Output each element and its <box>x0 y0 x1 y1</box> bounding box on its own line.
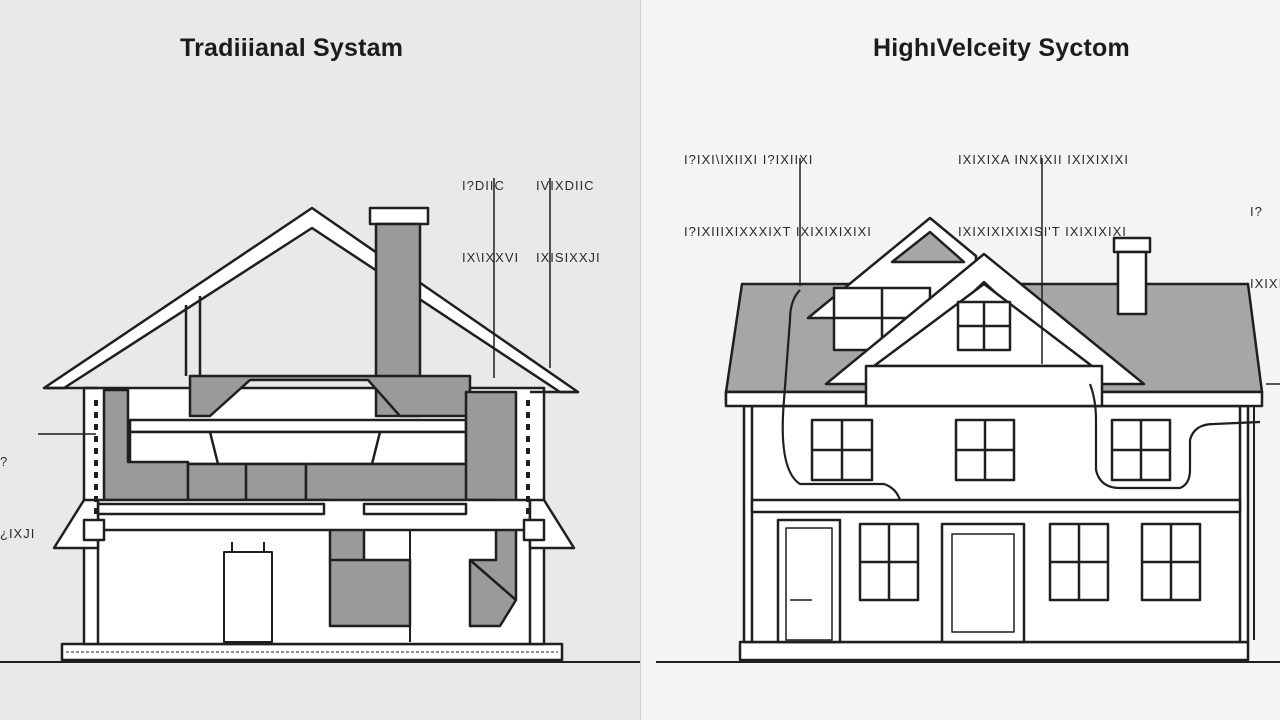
left-callout-1-line2: IX\IXXVI <box>462 250 520 265</box>
left-floor-beam-left <box>96 502 326 516</box>
left-callout-3-line2: ¿IXJI <box>0 526 36 541</box>
high-velocity-house <box>656 158 1280 663</box>
right-chimney-cap <box>1112 236 1152 254</box>
right-side-door-panel <box>785 527 833 641</box>
left-callout-2-line2: IXISIXXJI <box>536 250 601 265</box>
left-ceiling-brace-2 <box>370 431 382 465</box>
left-callout-3-line1: ? <box>0 454 9 469</box>
right-callout-3-line2: IXIXIXIXI <box>1250 276 1280 291</box>
left-elbow-line <box>469 559 517 601</box>
left-floor-beam-right <box>362 502 468 516</box>
left-ceiling-joist <box>128 418 468 434</box>
right-hv-tube-left <box>781 289 902 501</box>
right-floor-band <box>750 498 1242 514</box>
right-chimney <box>1116 250 1148 316</box>
right-hv-tube-right <box>1088 383 1261 490</box>
left-chimney-cap <box>368 206 430 226</box>
panel-divider <box>640 0 641 720</box>
right-upper-window-3 <box>1110 418 1172 482</box>
right-callout-2: IXIXIXA INXIXII IXIXIXIXI IXIXIXIXIXISI'… <box>958 100 1129 292</box>
right-callout-1-line2: I?IXIIIXIXXXIXT IXIXIXIXIXI <box>684 224 872 239</box>
left-ceiling-cavity <box>128 430 468 466</box>
left-callout-3: ? ¿IXJI <box>0 402 35 594</box>
left-register-left <box>82 518 106 542</box>
right-callout-1: I?IXI\IXIIXI I?IXIIXI I?IXIIIXIXXXIXT IX… <box>684 100 872 292</box>
right-callout-2-line1: IXIXIXA INXIXII IXIXIXIXI <box>958 152 1129 167</box>
traditional-house <box>0 178 640 663</box>
traditional-system-title: Tradiiianal Systam <box>180 34 404 62</box>
left-ceiling-brace-1 <box>208 431 220 465</box>
right-lower-window-1 <box>858 522 920 602</box>
right-front-door-panel <box>951 533 1015 633</box>
right-gable-base <box>864 364 1104 408</box>
left-attic-duct-top <box>188 374 472 418</box>
right-upper-window-2 <box>954 418 1016 482</box>
right-rear-gable-fill <box>890 230 966 264</box>
left-register-right <box>522 518 546 542</box>
left-roof <box>42 206 580 394</box>
right-callout-3-line1: I? <box>1250 204 1263 219</box>
right-lower-window-3 <box>1140 522 1202 602</box>
high-velocity-system-title: HighıVelceity Syctom <box>873 34 1130 62</box>
left-interior-unit <box>223 551 273 643</box>
right-foundation <box>738 640 1250 662</box>
right-callout-3: I? IXIXIXIXI <box>1250 152 1280 344</box>
right-upper-window-1 <box>810 418 874 482</box>
right-callout-2-line2: IXIXIXIXIXISI'T IXIXIXIXI <box>958 224 1127 239</box>
right-lower-window-2 <box>1048 522 1110 602</box>
